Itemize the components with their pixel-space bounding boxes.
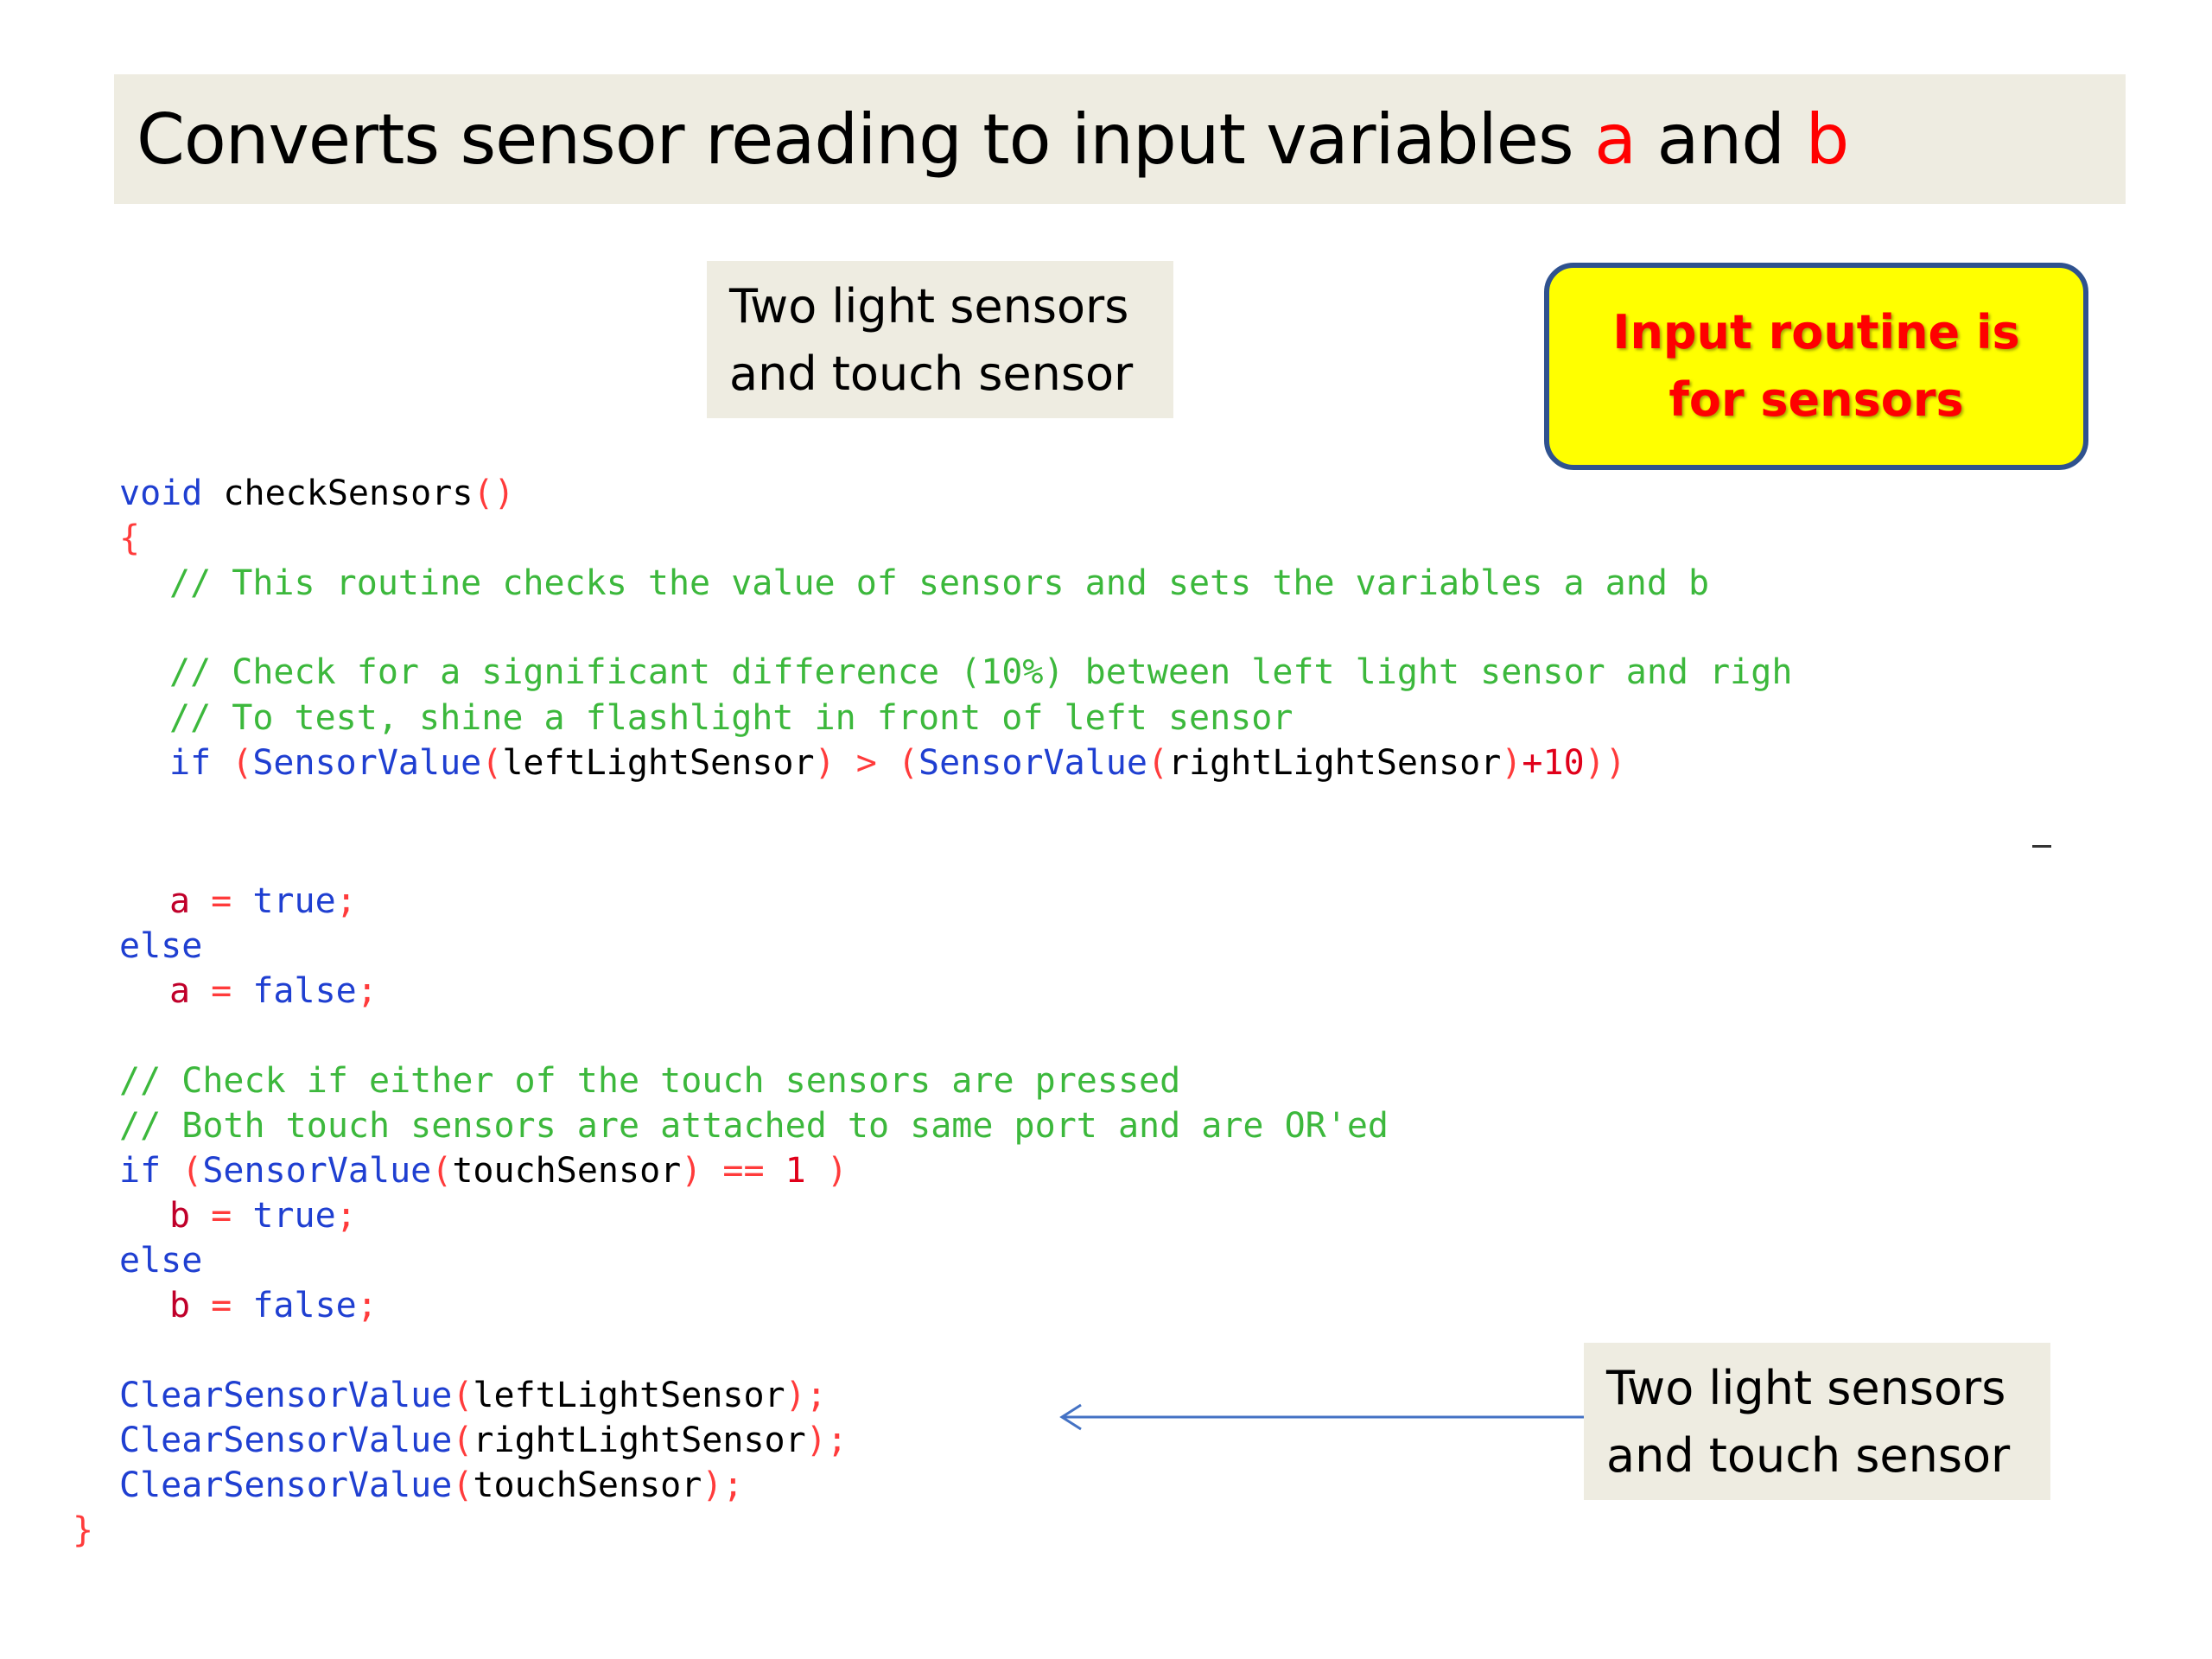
code-line-14: else bbox=[119, 1241, 203, 1281]
code-punctuation: )) bbox=[1584, 743, 1626, 783]
code-variable: b bbox=[169, 1196, 191, 1236]
code-punctuation: ); bbox=[702, 1465, 744, 1505]
title-var-b: b bbox=[1805, 99, 1849, 180]
code-operator: = bbox=[190, 971, 253, 1011]
code-punctuation: ) bbox=[805, 1151, 848, 1191]
code-argument: touchSensor bbox=[473, 1465, 702, 1505]
code-line-11: // Both touch sensors are attached to sa… bbox=[119, 1106, 1389, 1146]
code-operator: = bbox=[190, 1196, 253, 1236]
code-line-15: b = false; bbox=[169, 1286, 378, 1325]
code-function: SensorValue bbox=[202, 1151, 432, 1191]
code-variable: a bbox=[169, 881, 191, 921]
code-keyword: void bbox=[119, 474, 203, 513]
code-line-1: void checkSensors() bbox=[119, 474, 515, 513]
code-punctuation: ; bbox=[356, 1286, 378, 1325]
code-punctuation: ( bbox=[431, 1151, 453, 1191]
code-value: true bbox=[252, 1196, 336, 1236]
code-punctuation: ( bbox=[161, 1151, 203, 1191]
dash-mark bbox=[2032, 845, 2051, 848]
note-bottom-line1: Two light sensors bbox=[1606, 1361, 2006, 1415]
function-name: checkSensors bbox=[202, 474, 474, 513]
title-var-a: a bbox=[1594, 99, 1637, 180]
code-punctuation: () bbox=[473, 474, 515, 513]
code-variable: b bbox=[169, 1286, 191, 1325]
code-line-8: else bbox=[119, 926, 203, 966]
code-line-12: if (SensorValue(touchSensor) == 1 ) bbox=[119, 1151, 848, 1191]
title-banner: Converts sensor reading to input variabl… bbox=[114, 74, 2126, 204]
code-function: ClearSensorValue bbox=[119, 1376, 453, 1415]
code-argument: rightLightSensor bbox=[473, 1421, 806, 1460]
code-function: ClearSensorValue bbox=[119, 1465, 453, 1505]
code-line-6: if (SensorValue(leftLightSensor) > (Sens… bbox=[169, 743, 1626, 783]
callout-text: Input routine is for sensors bbox=[1612, 305, 2020, 427]
code-line-16: ClearSensorValue(leftLightSensor); bbox=[119, 1376, 827, 1415]
slide-title: Converts sensor reading to input variabl… bbox=[137, 99, 1849, 180]
code-punctuation: ( bbox=[481, 743, 503, 783]
code-line-17: ClearSensorValue(rightLightSensor); bbox=[119, 1421, 848, 1460]
code-argument: leftLightSensor bbox=[502, 743, 815, 783]
code-variable: a bbox=[169, 971, 191, 1011]
code-line-19: } bbox=[73, 1510, 94, 1550]
code-punctuation: ( bbox=[452, 1421, 474, 1460]
code-line-18: ClearSensorValue(touchSensor); bbox=[119, 1465, 743, 1505]
code-operator: = bbox=[190, 881, 253, 921]
code-line-5: // To test, shine a flashlight in front … bbox=[169, 698, 1294, 738]
code-number: 1 bbox=[785, 1151, 806, 1191]
code-punctuation: ) bbox=[1501, 743, 1522, 783]
code-value: false bbox=[252, 1286, 357, 1325]
callout-box: Input routine is for sensors bbox=[1544, 263, 2088, 470]
code-line-3: // This routine checks the value of sens… bbox=[169, 563, 1710, 603]
code-argument: leftLightSensor bbox=[473, 1376, 785, 1415]
code-argument: touchSensor bbox=[452, 1151, 682, 1191]
note-bottom: Two light sensors and touch sensor bbox=[1584, 1343, 2050, 1500]
code-argument: rightLightSensor bbox=[1168, 743, 1502, 783]
code-punctuation: ; bbox=[356, 971, 378, 1011]
note-top: Two light sensors and touch sensor bbox=[707, 261, 1173, 418]
code-punctuation: ( bbox=[452, 1465, 474, 1505]
code-line-7: a = true; bbox=[169, 881, 357, 921]
code-line-10: // Check if either of the touch sensors … bbox=[119, 1061, 1181, 1101]
code-line-4: // Check for a significant difference (1… bbox=[169, 652, 1793, 692]
code-function: SensorValue bbox=[918, 743, 1147, 783]
code-line-2: { bbox=[119, 518, 141, 558]
code-punctuation: ); bbox=[785, 1376, 827, 1415]
code-keyword: if bbox=[169, 743, 212, 783]
arrow-icon bbox=[1059, 1403, 1587, 1431]
code-punctuation: ( bbox=[1147, 743, 1168, 783]
code-punctuation: ; bbox=[335, 881, 357, 921]
code-line-13: b = true; bbox=[169, 1196, 357, 1236]
code-function: ClearSensorValue bbox=[119, 1421, 453, 1460]
title-middle: and bbox=[1636, 99, 1806, 180]
code-function: SensorValue bbox=[252, 743, 482, 783]
code-punctuation: ) == bbox=[681, 1151, 785, 1191]
code-punctuation: ); bbox=[805, 1421, 848, 1460]
code-punctuation: ) > ( bbox=[814, 743, 918, 783]
code-punctuation: ( bbox=[452, 1376, 474, 1415]
note-top-line2: and touch sensor bbox=[729, 346, 1134, 401]
code-operator: = bbox=[190, 1286, 253, 1325]
title-prefix: Converts sensor reading to input variabl… bbox=[137, 99, 1595, 180]
code-value: true bbox=[252, 881, 336, 921]
code-number: +10 bbox=[1522, 743, 1585, 783]
code-punctuation: ; bbox=[335, 1196, 357, 1236]
note-top-line1: Two light sensors bbox=[729, 279, 1129, 334]
code-line-9: a = false; bbox=[169, 971, 378, 1011]
code-value: false bbox=[252, 971, 357, 1011]
code-block: void checkSensors() { // This routine ch… bbox=[0, 0, 1792, 1550]
note-bottom-line2: and touch sensor bbox=[1606, 1428, 2011, 1483]
code-punctuation: ( bbox=[211, 743, 253, 783]
code-keyword: if bbox=[119, 1151, 162, 1191]
